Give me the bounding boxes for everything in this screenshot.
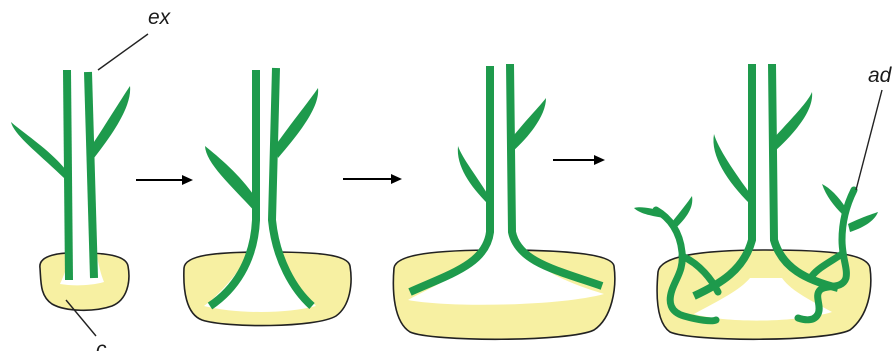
label-ad: ad: [868, 64, 893, 87]
leaf-4b: [772, 92, 812, 152]
label-ex: ex: [148, 6, 172, 29]
leaf-4e: [822, 184, 846, 214]
leaf-2b: [275, 88, 318, 158]
leader-line-ex: [98, 34, 148, 70]
leader-line-ad: [856, 90, 882, 190]
label-c: c: [96, 338, 107, 351]
leaf-1a: [11, 122, 66, 178]
arrow-right-icon: [343, 174, 402, 184]
arrow-right-icon: [553, 155, 605, 165]
explant-stem-left: [67, 70, 69, 280]
stage-3: [393, 64, 614, 339]
leaf-2a: [205, 146, 260, 214]
stage-1: [11, 70, 130, 310]
stage-2: [184, 68, 351, 326]
explant-stem-right: [88, 72, 94, 278]
leaf-4d: [672, 196, 692, 228]
arrow-right-icon: [136, 175, 193, 185]
leaf-1b: [90, 86, 130, 158]
leaf-3a: [458, 146, 490, 204]
leaf-4f: [848, 212, 878, 232]
leaf-3b: [510, 98, 546, 152]
leaf-4a: [713, 134, 752, 204]
stage-4: [634, 64, 878, 339]
